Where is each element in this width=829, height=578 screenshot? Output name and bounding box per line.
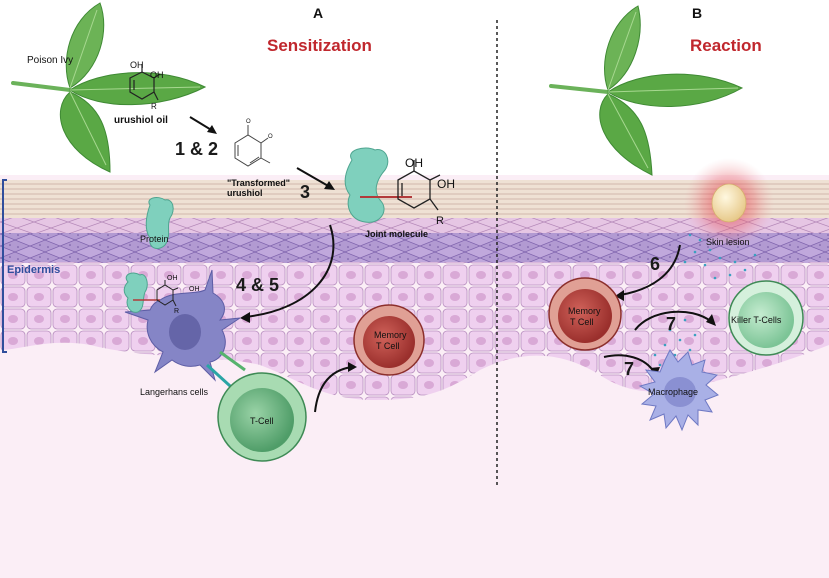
- arrow-step-1-2: [189, 116, 217, 134]
- transformed-label-line2: urushiol: [227, 188, 263, 198]
- cytokine-dots: [653, 233, 757, 367]
- arrow-step-6: [615, 244, 681, 301]
- quinone-o-1: O: [246, 119, 251, 125]
- joint-oh-2: OH: [437, 177, 455, 191]
- langerhans-r: R: [174, 308, 179, 315]
- t-cell: [217, 372, 307, 462]
- poison-ivy-leaf-b: [549, 5, 744, 176]
- urushiol-oh-2: OH: [150, 70, 164, 80]
- protein-label: Protein: [140, 234, 169, 244]
- skin-lesion: [684, 158, 774, 248]
- urushiol-oil-label: urushiol oil: [114, 115, 168, 126]
- macrophage-label: Macrophage: [648, 387, 698, 397]
- killer-t-cell: [728, 280, 804, 356]
- panel-a-letter: A: [313, 5, 323, 21]
- poison-ivy-label: Poison Ivy: [27, 55, 73, 66]
- memory-a-label-line2: T Cell: [376, 341, 399, 351]
- killer-t-cell-label: Killer T-Cells: [731, 315, 782, 325]
- macrophage: [638, 349, 719, 432]
- poison-ivy-leaf-a: [11, 2, 207, 173]
- memory-t-cell-b: [548, 277, 622, 351]
- arrow-step-4-5: [240, 224, 335, 323]
- quinone-o-2: O: [268, 134, 273, 140]
- stratum-spinosum-layer: [0, 233, 829, 263]
- transformed-urushiol-structure: [234, 125, 271, 167]
- arrow-step-7-killer: [634, 310, 716, 331]
- langerhans-label: Langerhans cells: [140, 387, 209, 397]
- joint-oh-1: OH: [405, 156, 423, 170]
- epidermis-label: Epidermis: [7, 264, 60, 276]
- panel-a-title: Sensitization: [267, 36, 372, 55]
- memory-t-cell-a: [353, 304, 425, 376]
- step-3-label: 3: [300, 182, 310, 202]
- langerhans-oh-2: OH: [189, 286, 200, 293]
- step-4-5-label: 4 & 5: [236, 275, 279, 295]
- urushiol-oh-1: OH: [130, 60, 144, 70]
- t-cell-label: T-Cell: [250, 416, 274, 426]
- protein-shape: [145, 197, 174, 249]
- memory-b-label-line1: Memory: [568, 306, 601, 316]
- joint-r: R: [436, 215, 444, 227]
- memory-b-label-line2: T Cell: [570, 317, 593, 327]
- panel-b-title: Reaction: [690, 36, 762, 55]
- step-7-macrophage-label: 7: [624, 359, 634, 379]
- urushiol-structure: [129, 64, 161, 101]
- panel-b-letter: B: [692, 5, 702, 21]
- step-1-2-label: 1 & 2: [175, 139, 218, 159]
- arrow-step-3: [296, 167, 335, 190]
- arrow-tcell-to-memory: [314, 362, 357, 413]
- step-7-killer-label: 7: [666, 314, 676, 334]
- langerhans-oh-1: OH: [167, 275, 178, 282]
- epidermis-bracket: [2, 179, 7, 353]
- receptor-green: [219, 350, 246, 372]
- transformed-label-line1: "Transformed": [227, 178, 290, 188]
- stratum-granulosum-layer: [0, 218, 829, 234]
- skin-lesion-label: Skin lesion: [706, 237, 750, 247]
- memory-a-label-line1: Memory: [374, 330, 407, 340]
- urushiol-r: R: [151, 102, 157, 111]
- langerhans-cell: [123, 269, 241, 382]
- joint-molecule: [344, 147, 441, 223]
- step-6-label: 6: [650, 254, 660, 274]
- joint-molecule-label: Joint molecule: [365, 229, 428, 239]
